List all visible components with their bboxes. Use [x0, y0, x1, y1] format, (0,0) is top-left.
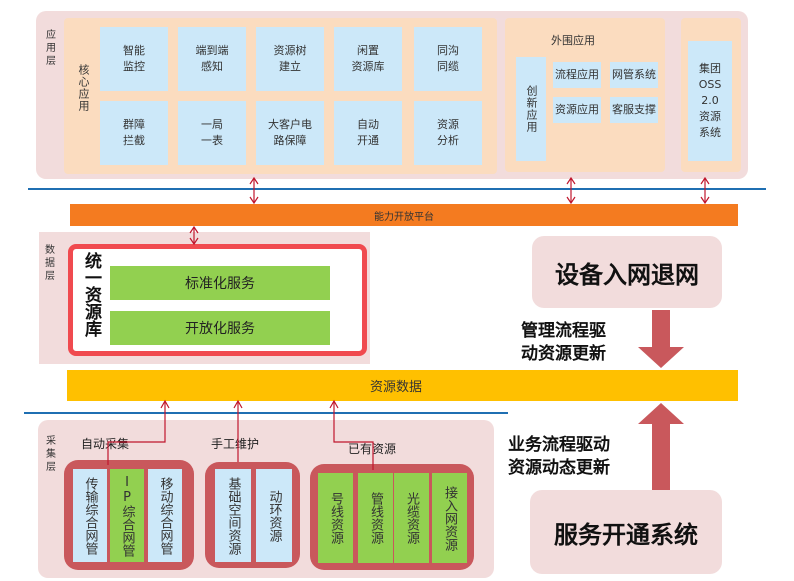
collection-source-label: 号线资源 — [328, 492, 343, 544]
arrow-manual-maintain — [233, 399, 243, 462]
core-app-tile[interactable]: 资源树 建立 — [256, 27, 324, 91]
peripheral-tile-resource-app[interactable]: 资源应用 — [553, 97, 601, 123]
double-arrow-data — [189, 225, 199, 246]
core-app-tile[interactable]: 闲置 资源库 — [334, 27, 402, 91]
service-provisioning-box[interactable]: 服务开通系统 — [530, 490, 722, 574]
core-app-tile[interactable]: 资源 分析 — [414, 101, 482, 165]
arrow-existing-resource — [329, 399, 374, 470]
collection-source-item[interactable]: 光缆资源 — [394, 473, 429, 563]
core-apps-label: 核心应用 — [77, 64, 90, 112]
unified-resource-repo-title: 统一资源库 — [81, 252, 101, 337]
collection-source-item[interactable]: 移动综合网管 — [148, 469, 182, 562]
capability-platform-bar[interactable]: 能力开放平台 — [70, 204, 738, 226]
resource-data-bar[interactable]: 资源数据 — [67, 370, 738, 401]
core-app-tile[interactable]: 自动 开通 — [334, 101, 402, 165]
manual-maintain-label: 手工维护 — [211, 437, 260, 451]
collection-source-item[interactable]: 动环资源 — [256, 469, 292, 562]
double-arrow-core — [249, 176, 259, 205]
data-layer-label: 数 据 层 — [45, 245, 55, 282]
management-process-note: 管理流程驱 动资源更新 — [521, 321, 606, 364]
open-service[interactable]: 开放化服务 — [110, 311, 330, 345]
collection-source-label: 管线资源 — [368, 492, 383, 544]
collection-source-label: 传输综合网管 — [82, 476, 98, 555]
collection-layer-label: 采 集 层 — [46, 436, 56, 473]
collection-source-item[interactable]: 号线资源 — [318, 473, 353, 563]
innovation-app-tile[interactable]: 创新应用 — [516, 57, 546, 161]
collection-source-item[interactable]: 传输综合网管 — [73, 469, 107, 562]
existing-resource-label: 已有资源 — [348, 442, 397, 456]
peripheral-apps-label: 外围应用 — [551, 34, 595, 47]
collection-source-label: IP综合网管 — [119, 474, 135, 557]
collection-source-label: 接入网资源 — [442, 485, 457, 551]
standardized-service[interactable]: 标准化服务 — [110, 266, 330, 300]
peripheral-tile-customer-support[interactable]: 客服支撑 — [610, 97, 658, 123]
core-app-tile[interactable]: 智能 监控 — [100, 27, 168, 91]
core-app-tile[interactable]: 大客户电 路保障 — [256, 101, 324, 165]
peripheral-tile-nms[interactable]: 网管系统 — [610, 62, 658, 88]
auto-collect-label: 自动采集 — [81, 437, 130, 451]
arrow-auto-collect — [107, 399, 170, 465]
collection-source-label: 动环资源 — [266, 489, 282, 542]
device-onboarding-box[interactable]: 设备入网退网 — [532, 236, 722, 308]
collection-source-item[interactable]: IP综合网管 — [110, 469, 144, 562]
peripheral-tile-process-app[interactable]: 流程应用 — [553, 62, 601, 88]
core-app-tile[interactable]: 同沟 同缆 — [414, 27, 482, 91]
application-layer-label: 应 用 层 — [46, 30, 56, 67]
divider-line-top — [28, 188, 766, 190]
core-app-tile[interactable]: 一局 一表 — [178, 101, 246, 165]
big-up-arrow — [638, 403, 684, 490]
big-down-arrow — [638, 310, 684, 368]
resource-data-label: 资源数据 — [370, 380, 423, 395]
core-app-tile[interactable]: 群障 拦截 — [100, 101, 168, 165]
collection-source-label: 基础空间资源 — [225, 476, 241, 555]
collection-source-label: 移动综合网管 — [157, 476, 173, 555]
collection-source-item[interactable]: 管线资源 — [358, 473, 393, 563]
group-oss-tile[interactable]: 集团 OSS 2.0 资源 系统 — [688, 41, 732, 161]
core-app-tile[interactable]: 端到端 感知 — [178, 27, 246, 91]
double-arrow-peripheral — [566, 176, 576, 205]
innovation-app-label: 创新应用 — [525, 85, 538, 133]
collection-source-item[interactable]: 接入网资源 — [432, 473, 467, 563]
business-process-note: 业务流程驱动 资源动态更新 — [508, 435, 610, 478]
divider-line-bottom — [24, 412, 508, 414]
collection-source-item[interactable]: 基础空间资源 — [215, 469, 251, 562]
double-arrow-oss — [700, 176, 710, 205]
collection-source-label: 光缆资源 — [404, 492, 419, 544]
